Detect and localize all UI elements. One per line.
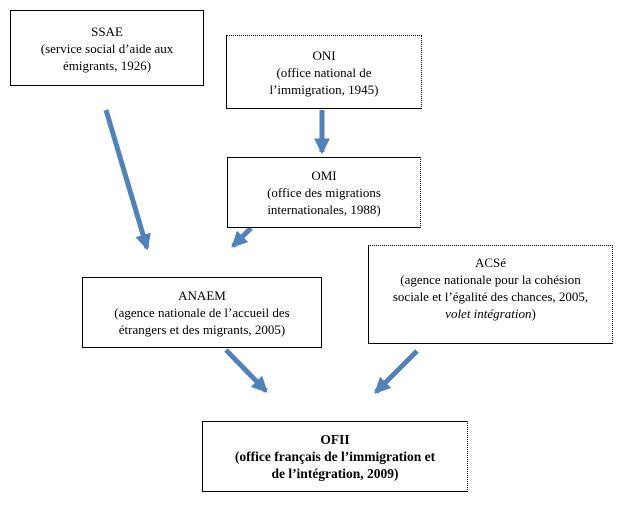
box-oni-title: ONI: [312, 47, 336, 63]
box-acse-title: ACSé: [474, 255, 507, 270]
box-ssae-body: (service social d’aide aux émigrants, 19…: [40, 40, 174, 73]
box-oni: ONI (office national de l’immigration, 1…: [226, 35, 422, 109]
box-anaem: ANAEM (agence nationale de l’accueil des…: [82, 277, 322, 348]
box-acse-italic-text: volet intégration: [445, 306, 532, 321]
box-omi: OMI (office des migrations international…: [227, 157, 421, 228]
box-ofii: OFII (office français de l’immigration e…: [202, 421, 468, 492]
box-acse-italic-line: volet intégration): [445, 305, 536, 322]
box-acse-close-paren: ): [531, 306, 536, 321]
box-ssae-title: SSAE: [91, 23, 123, 39]
arrow-ssae-to-anaem-icon: [103, 109, 151, 251]
arrow-anaem-to-ofii-icon: [224, 348, 268, 393]
box-ofii-body: (office français de l’immigration et de …: [234, 449, 436, 481]
arrow-acse-to-ofii-icon: [374, 349, 419, 394]
box-acse: ACSé (agence nationale pour la cohésion …: [368, 245, 613, 344]
box-anaem-body: (agence nationale de l’accueil des étran…: [114, 305, 290, 337]
box-anaem-title: ANAEM: [178, 288, 226, 303]
box-acse-body: (agence nationale pour la cohésion socia…: [392, 272, 589, 304]
box-omi-title: OMI: [311, 168, 337, 183]
arrow-omi-to-anaem-icon: [231, 226, 253, 248]
box-ssae: SSAE (service social d’aide aux émigrant…: [10, 10, 204, 86]
box-oni-body: (office national de l’immigration, 1945): [269, 64, 379, 97]
box-ofii-title: OFII: [320, 432, 350, 447]
box-omi-body: (office des migrations internationales, …: [267, 185, 381, 217]
